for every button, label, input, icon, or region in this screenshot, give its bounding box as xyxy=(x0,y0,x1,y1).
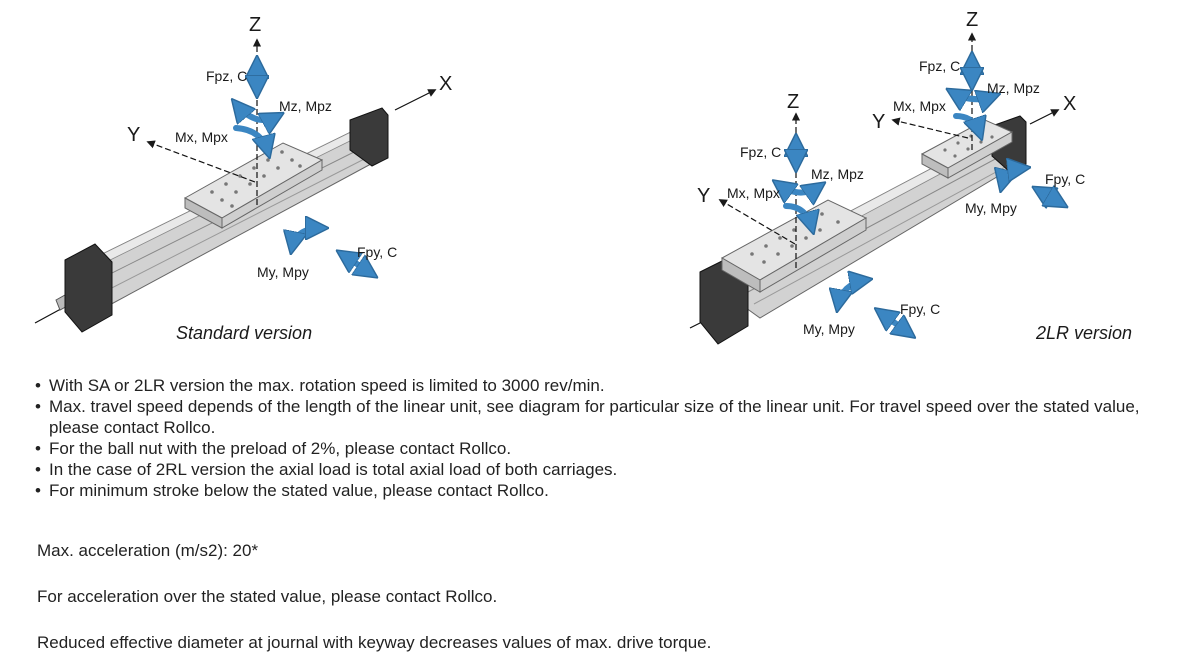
twolr-my2-arrow xyxy=(838,280,866,306)
twolr-fpz1-label: Fpz, C xyxy=(740,144,782,160)
twolr-fpy2-arrow xyxy=(880,312,910,334)
standard-mx-arrow xyxy=(233,125,268,152)
twolr-x-axis xyxy=(1029,109,1060,125)
note-item: Max. travel speed depends of the length … xyxy=(35,396,1185,438)
twolr-my2-label: My, Mpy xyxy=(803,321,855,337)
twolr-fpz2-label: Fpz, C xyxy=(919,58,961,74)
twolr-axis-y1-label: Y xyxy=(697,185,711,207)
journal-note-text: Reduced effective diameter at journal wi… xyxy=(37,633,712,652)
standard-y-axis xyxy=(146,140,256,183)
twolr-mz2-arrow xyxy=(952,92,994,99)
note-item: With SA or 2LR version the max. rotation… xyxy=(35,375,1185,396)
standard-fpy-label: Fpy, C xyxy=(357,244,398,260)
twolr-axis-z1-label: Z xyxy=(787,91,800,113)
linear-unit-figure: Z X Y Fpz, C Mz, Mpz Mx, Mpx Fpy, C My, … xyxy=(34,9,1200,345)
linear-unit-illustration xyxy=(34,32,1200,345)
standard-my-label: My, Mpy xyxy=(257,264,309,280)
standard-my-arrow xyxy=(292,228,322,248)
twolr-mz1-label: Mz, Mpz xyxy=(811,166,864,182)
twolr-axis-z2-label: Z xyxy=(966,9,979,31)
standard-axis-x-label: X xyxy=(439,73,453,95)
note-item: For minimum stroke below the stated valu… xyxy=(35,480,1185,501)
standard-axis-y-label: Y xyxy=(127,124,141,146)
standard-version-caption: Standard version xyxy=(176,323,313,343)
standard-axis-z-label: Z xyxy=(249,14,262,36)
standard-mz-label: Mz, Mpz xyxy=(279,98,332,114)
standard-mz-arrow xyxy=(236,104,278,120)
twolr-axis-x-label: X xyxy=(1063,93,1077,115)
twolr-my1-arrow xyxy=(1002,168,1024,186)
twolr-mz1-arrow xyxy=(778,184,820,193)
standard-x-axis xyxy=(394,89,437,111)
standard-fpz-label: Fpz, C xyxy=(206,68,248,84)
twolr-mx1-arrow xyxy=(783,203,812,228)
twolr-fpy1-arrow xyxy=(1038,190,1062,204)
acceleration-text: Max. acceleration (m/s2): 20* xyxy=(37,541,259,560)
notes-list: With SA or 2LR version the max. rotation… xyxy=(35,375,1185,501)
twolr-y1-axis xyxy=(718,199,796,245)
standard-fpy-arrow xyxy=(342,254,372,274)
twolr-version-caption: 2LR version xyxy=(1036,323,1133,343)
standard-rear-endcap xyxy=(349,107,389,167)
twolr-my1-label: My, Mpy xyxy=(965,200,1017,216)
twolr-mx1-label: Mx, Mpx xyxy=(727,185,780,201)
standard-version-drawing xyxy=(34,38,437,333)
twolr-fpy1-label: Fpy, C xyxy=(1045,171,1086,187)
note-item: In the case of 2RL version the axial loa… xyxy=(35,459,1185,480)
standard-front-endcap xyxy=(64,243,113,333)
twolr-y2-axis xyxy=(891,117,969,139)
twolr-fpy2-label: Fpy, C xyxy=(900,301,941,317)
standard-mx-label: Mx, Mpx xyxy=(175,129,228,145)
acceleration-note-text: For acceleration over the stated value, … xyxy=(37,587,498,606)
twolr-mz2-label: Mz, Mpz xyxy=(987,80,1040,96)
twolr-mx2-label: Mx, Mpx xyxy=(893,98,946,114)
twolr-axis-y2-label: Y xyxy=(872,111,886,133)
twolr-mx2-arrow xyxy=(953,113,980,134)
twolr-version-drawing xyxy=(689,32,1062,345)
note-item: For the ball nut with the preload of 2%,… xyxy=(35,438,1185,459)
